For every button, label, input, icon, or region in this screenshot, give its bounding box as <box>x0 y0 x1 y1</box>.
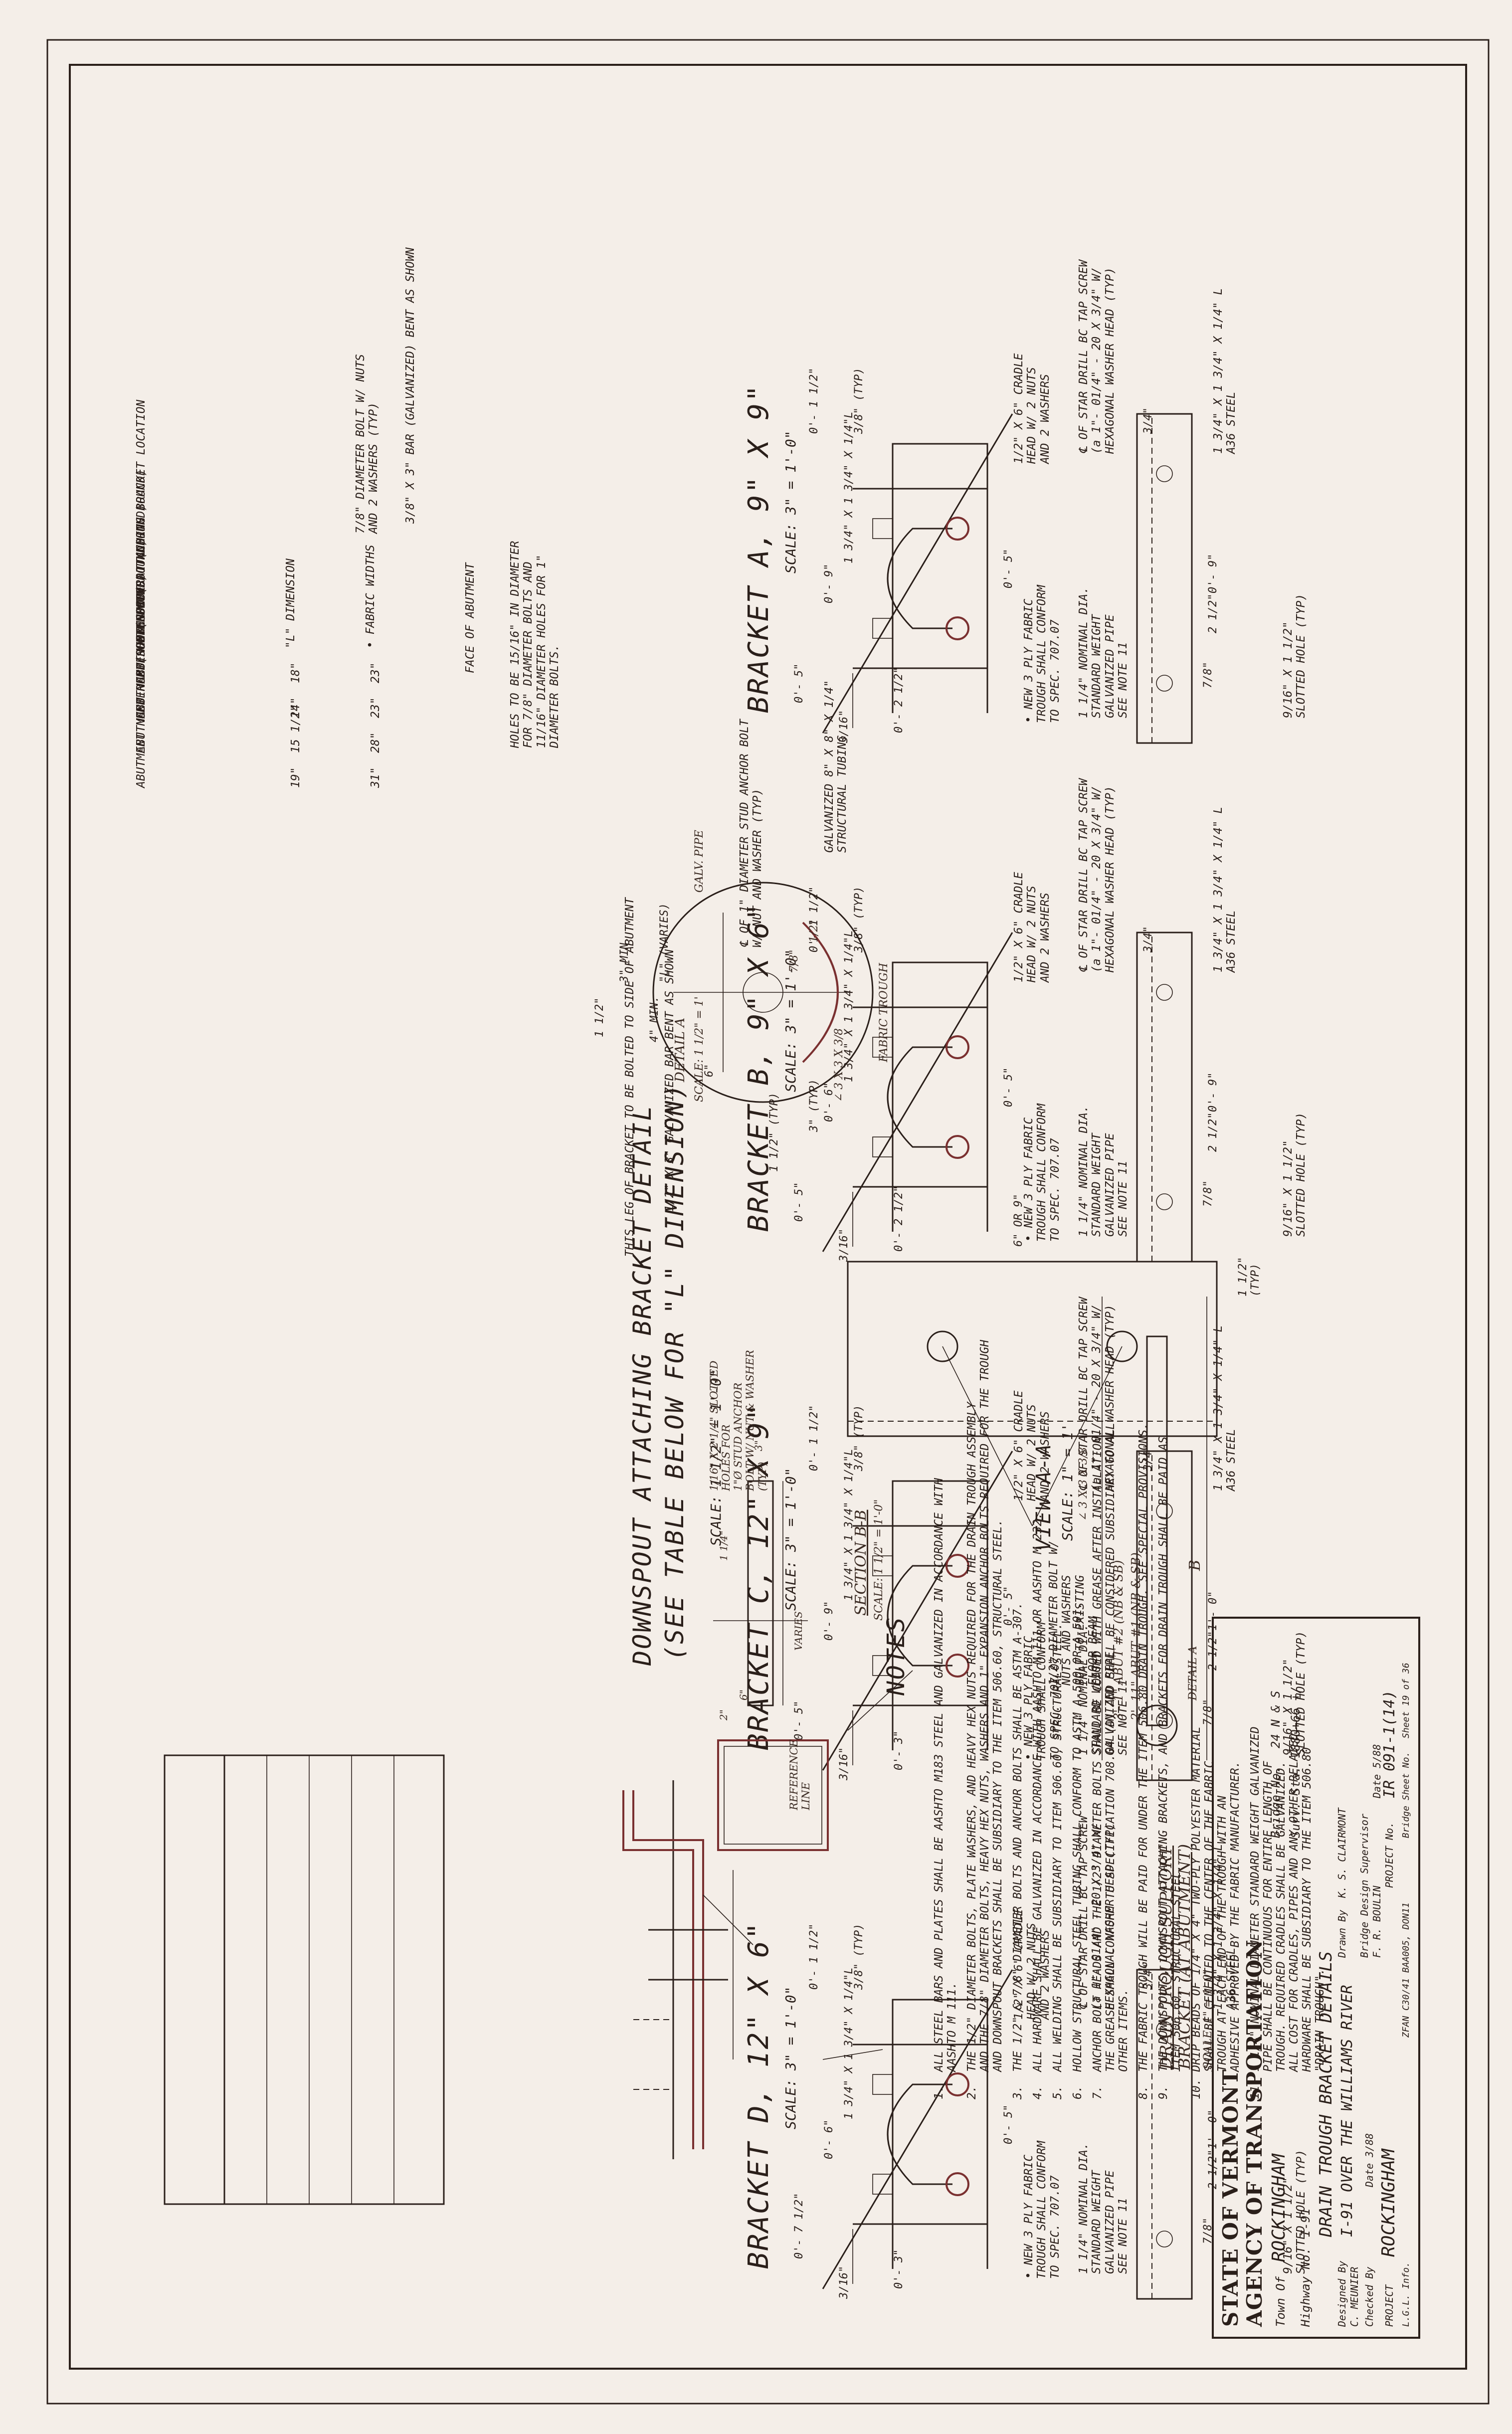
support-drawing <box>1102 1297 1207 1760</box>
note-item: 7. ANCHOR BOLT HEADS AND THE 1/2" DIAMET… <box>1091 1422 1130 2099</box>
detail-a-drawing <box>652 882 874 1103</box>
highway-value: I-91 <box>1299 2208 1313 2237</box>
bracket-diagonal <box>822 932 1013 1252</box>
downspout-drawing <box>164 1670 913 2205</box>
designed-label: Designed By <box>1336 2260 1348 2327</box>
lg-label: L.G.L. Info. <box>1401 2261 1411 2327</box>
title-block: STATE OF VERMONT AGENCY OF TRANSPORTATIO… <box>1212 1617 1420 2339</box>
bracket-plan-hole <box>1156 2231 1173 2247</box>
town-label: Town Of <box>1274 2276 1288 2327</box>
notes-title: NOTES <box>882 1616 910 1696</box>
bracket-plan-hole <box>1156 2021 1173 2038</box>
sheet-title: DRAIN TROUGH BRACKET DETAILS <box>1316 1951 1336 2237</box>
pipe-section-icon <box>945 517 969 541</box>
drawn-value: K. S. CLAIRMONT <box>1336 1808 1348 1898</box>
supervisor-label: Bridge Design Supervisor <box>1358 1814 1370 1958</box>
nut-icon <box>872 1037 893 1058</box>
pipe-section-icon <box>945 616 969 640</box>
bracket-cradle <box>887 1565 952 1667</box>
note-item: 4. ALL HARDWARE SHALL BE GALVANIZED IN A… <box>1031 1512 1044 2099</box>
bracket-diagonal <box>822 1451 1013 1771</box>
bridge-value: 24 N & S <box>1269 1690 1283 1748</box>
project-value: ROCKINGHAM <box>1378 2149 1399 2257</box>
note-item: 6. HOLLOW STRUCTURAL STEEL TUBING SHALL … <box>1071 1602 1084 2099</box>
note-item: 1. ALL STEEL BARS AND PLATES SHALL BE AA… <box>933 1478 958 2099</box>
bracket-cradle <box>887 2083 952 2185</box>
surv-label: Surv. Sta. <box>1289 1766 1303 1839</box>
highway-label: Highway No. <box>1299 2247 1313 2327</box>
lg-value: ZFAN C30/41 BAA005, DON11 <box>1401 1902 1411 2038</box>
bridge-label: Bridge No. <box>1269 1766 1283 1839</box>
date-value: 3/88 <box>1363 2133 1375 2157</box>
pipe-section-icon <box>945 2072 969 2096</box>
project-no-value: IR 091-1(14) <box>1381 1690 1398 1798</box>
surv-value: 1880+66 +/- <box>1289 1679 1303 1758</box>
date-label: Date <box>1363 2163 1375 2187</box>
bracket-diagonal <box>822 413 1013 734</box>
bracket-angle-frame <box>892 961 988 1232</box>
bracket-plan-hole <box>1156 465 1173 482</box>
nut-icon <box>872 2174 893 2195</box>
bracket-angle-frame <box>892 1999 988 2269</box>
nut-icon <box>872 2074 893 2095</box>
bridge-sheet-label: Bridge Sheet No. <box>1401 1751 1411 1838</box>
checked-value: F. R. BOULIN <box>1371 1885 1383 1958</box>
bracket-plan-hole <box>1156 1712 1173 1729</box>
drawn-label: Drawn By <box>1336 1909 1348 1958</box>
note-item: 2. THE 1/2" DIAMETER BOLTS, PLATE WASHER… <box>965 1339 1004 2099</box>
bracket-plan-angle <box>1136 413 1193 744</box>
note-item: 5. ALL WELDING SHALL BE SUBSIDIARY TO IT… <box>1051 1623 1064 2099</box>
bracket-diagonal <box>822 1969 1013 2289</box>
view-aa-drawing <box>847 1261 1218 1526</box>
bracket-plan-angle <box>1136 1969 1193 2300</box>
bracket-drawing <box>822 413 1193 744</box>
project-label: PROJECT <box>1383 2284 1395 2327</box>
note-item: 3. THE 1/2" & 7/8" DIAMETER BOLTS AND AN… <box>1011 1602 1024 2099</box>
pipe-section-icon <box>945 1654 969 1678</box>
project-no-label: PROJECT No. <box>1383 1822 1395 1888</box>
bracket-drawing <box>822 1969 1193 2300</box>
nut-icon <box>872 618 893 639</box>
bracket-drawing <box>822 1450 1193 1781</box>
nut-icon <box>872 1555 893 1576</box>
pipe-section-icon <box>945 2172 969 2196</box>
bracket-plan-hole <box>1156 1193 1173 1210</box>
nut-icon <box>872 1136 893 1157</box>
pipe-section-icon <box>945 1554 969 1578</box>
bracket-angle-frame <box>892 1480 988 1750</box>
nut-icon <box>872 1655 893 1676</box>
bracket-plan-hole <box>1156 675 1173 692</box>
pipe-section-icon <box>945 1135 969 1159</box>
note-item: 8. THE FABRIC TROUGH WILL BE PAID FOR UN… <box>1137 1422 1150 2099</box>
section-bb-drawing <box>713 1480 808 1706</box>
sheet-value: Sheet 19 of 36 <box>1401 1663 1411 1738</box>
bracket-plan-hole <box>1156 984 1173 1001</box>
bracket-cradle <box>887 528 952 629</box>
designed-value: C. MEUNIER <box>1348 2266 1360 2327</box>
bracket-cradle <box>887 1046 952 1148</box>
bracket-plan-angle <box>1136 1450 1193 1781</box>
nut-icon <box>872 518 893 539</box>
town-value: ROCKINGHAM <box>1269 2154 1289 2262</box>
agency-name: STATE OF VERMONT AGENCY OF TRANSPORTATIO… <box>1218 1939 1267 2327</box>
pipe-section-icon <box>945 1035 969 1059</box>
bracket-angle-frame <box>892 443 988 713</box>
bracket-drawing <box>822 932 1193 1263</box>
bracket-plan-hole <box>1156 1502 1173 1519</box>
checked-label: Checked By <box>1363 2266 1375 2327</box>
sheet-subtitle: I-91 OVER THE WILLIAMS RIVER <box>1338 1985 1356 2237</box>
note-item: 9. THE DOWNSPOUTS, DOWNSPOUT ATTACHING B… <box>1157 1436 1183 2099</box>
drawing-content: BRACKET A, 9" X 9"SCALE: 3" = 1'-0"0'- 9… <box>75 75 1421 2369</box>
